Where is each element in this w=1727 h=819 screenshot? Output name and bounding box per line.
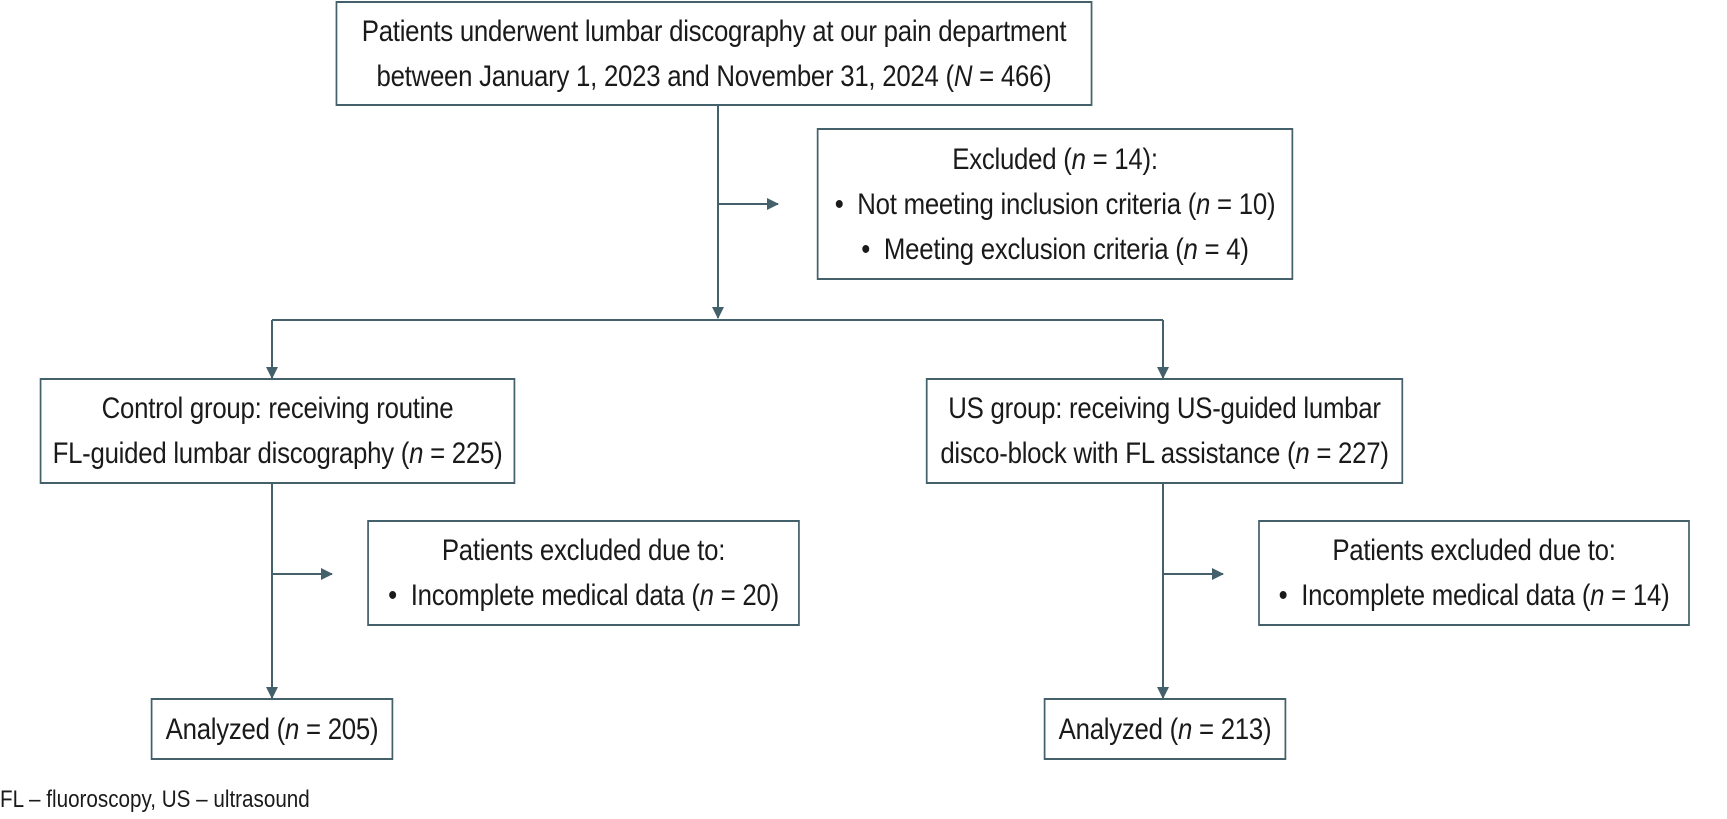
control-excluded-title: Patients excluded due to: — [441, 534, 726, 567]
control-excluded-box: Patients excluded due to: Incomplete med… — [367, 520, 800, 626]
control-group-line-2: FL-guided lumbar discography (n = 225) — [52, 437, 503, 470]
excluded-item-exclusion: Meeting exclusion criteria (n = 4) — [861, 227, 1249, 272]
footnote: FL – fluoroscopy, US – ultrasound — [0, 786, 310, 813]
us-group-line-1: US group: receiving US-guided lumbar — [948, 392, 1381, 425]
control-group-line-1: Control group: receiving routine — [101, 392, 454, 425]
control-group-box: Control group: receiving routine FL-guid… — [39, 378, 516, 484]
excluded-title: Excluded (n = 14): — [952, 142, 1158, 176]
us-group-box: US group: receiving US-guided lumbar dis… — [925, 378, 1404, 484]
us-analyzed-box: Analyzed (n = 213) — [1043, 698, 1287, 760]
enrolled-box: Patients underwent lumbar discography at… — [335, 1, 1093, 106]
excluded-item-inclusion: Not meeting inclusion criteria (n = 10) — [835, 182, 1275, 227]
control-analyzed-box: Analyzed (n = 205) — [150, 698, 394, 760]
excluded-box: Excluded (n = 14): Not meeting inclusion… — [816, 128, 1294, 280]
control-excluded-item: Incomplete medical data (n = 20) — [388, 573, 779, 618]
enrolled-line-1: Patients underwent lumbar discography at… — [361, 14, 1067, 48]
enrolled-line-2: between January 1, 2023 and November 31,… — [376, 59, 1052, 93]
us-group-line-2: disco-block with FL assistance (n = 227) — [940, 437, 1389, 470]
us-excluded-item: Incomplete medical data (n = 14) — [1279, 573, 1669, 618]
us-excluded-box: Patients excluded due to: Incomplete med… — [1258, 520, 1690, 626]
us-excluded-title: Patients excluded due to: — [1332, 534, 1616, 567]
us-analyzed-label: Analyzed (n = 213) — [1058, 712, 1272, 746]
control-analyzed-label: Analyzed (n = 205) — [165, 712, 379, 746]
